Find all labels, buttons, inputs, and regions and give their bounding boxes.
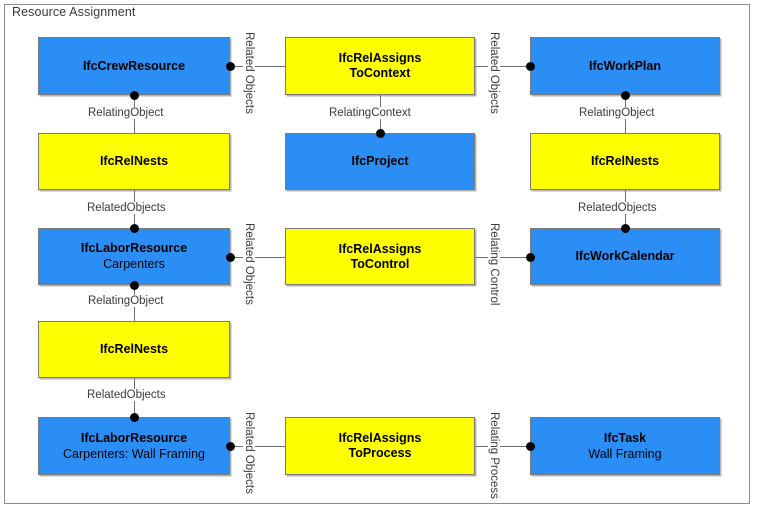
edge-label-relating-context-c2-r1: RelatingContext bbox=[327, 107, 413, 119]
endpoint-dot-workcal-top bbox=[621, 224, 630, 233]
endpoint-dot-crew-bottom bbox=[130, 91, 139, 100]
node-rel-assigns-to-context[interactable]: IfcRelAssigns ToContext bbox=[285, 37, 475, 95]
connector-relprocess-to-task bbox=[475, 446, 530, 447]
edge-label-relating-object-c3-r1: RelatingObject bbox=[577, 107, 657, 119]
edge-label-related-objects-r3-left: Related Objects bbox=[243, 221, 256, 307]
endpoint-dot-workcal-left bbox=[526, 253, 535, 262]
connector-relcontrol-to-workcalendar bbox=[475, 257, 530, 258]
node-crew-resource[interactable]: IfcCrewResource bbox=[38, 37, 230, 95]
node-label: IfcRelNests bbox=[99, 154, 169, 169]
endpoint-dot-workplan-bottom bbox=[621, 91, 630, 100]
node-rel-nests-right-1[interactable]: IfcRelNests bbox=[530, 133, 720, 190]
node-label: IfcProject bbox=[351, 154, 409, 169]
endpoint-dot-labor1-bottom bbox=[130, 281, 139, 290]
node-label: IfcRelAssigns ToControl bbox=[338, 241, 422, 271]
edge-label-related-objects-c3-r2: RelatedObjects bbox=[576, 202, 659, 214]
node-sublabel: Wall Framing bbox=[588, 446, 662, 461]
connector-labor2-to-relprocess bbox=[230, 446, 285, 447]
connector-crew-to-relcontext bbox=[230, 66, 285, 67]
edge-label-related-objects-c1-r4: RelatedObjects bbox=[85, 389, 168, 401]
endpoint-dot-crew-right bbox=[226, 62, 235, 71]
edge-label-relating-control-r3-right: Relating Control bbox=[488, 221, 501, 308]
node-label: IfcRelNests bbox=[99, 342, 169, 357]
node-label: IfcLaborResource bbox=[80, 241, 188, 256]
edge-label-related-objects-r1-right: Related Objects bbox=[488, 30, 501, 116]
node-project[interactable]: IfcProject bbox=[285, 133, 475, 190]
node-rel-assigns-to-control[interactable]: IfcRelAssigns ToControl bbox=[285, 228, 475, 285]
node-labor-resource-2[interactable]: IfcLaborResource Carpenters: Wall Framin… bbox=[38, 417, 230, 475]
endpoint-dot-task-left bbox=[526, 442, 535, 451]
node-sublabel: Carpenters bbox=[103, 257, 165, 271]
edge-label-related-objects-c1-r2: RelatedObjects bbox=[85, 202, 168, 214]
node-label: IfcLaborResource bbox=[80, 430, 188, 445]
endpoint-dot-workplan-left bbox=[526, 62, 535, 71]
node-label: IfcTask bbox=[603, 430, 647, 445]
node-label: IfcRelNests bbox=[590, 154, 660, 169]
edge-label-relating-process-r5-right: Relating Process bbox=[488, 410, 501, 501]
endpoint-dot-labor2-right bbox=[226, 442, 235, 451]
page-title: Resource Assignment bbox=[12, 5, 136, 19]
node-task[interactable]: IfcTask Wall Framing bbox=[530, 417, 720, 475]
node-rel-nests-left-1[interactable]: IfcRelNests bbox=[38, 133, 230, 190]
edge-label-related-objects-r1-left: Related Objects bbox=[243, 30, 256, 116]
endpoint-dot-labor1-right bbox=[226, 253, 235, 262]
node-work-plan[interactable]: IfcWorkPlan bbox=[530, 37, 720, 95]
node-rel-nests-left-2[interactable]: IfcRelNests bbox=[38, 321, 230, 378]
node-label: IfcWorkPlan bbox=[588, 58, 661, 73]
node-sublabel: Carpenters: Wall Framing bbox=[63, 446, 205, 461]
endpoint-dot-labor1-top bbox=[130, 224, 139, 233]
node-label: IfcRelAssigns ToProcess bbox=[338, 431, 422, 460]
connector-relcontext-to-workplan bbox=[475, 66, 530, 67]
edge-label-relating-object-c1-r1: RelatingObject bbox=[86, 107, 166, 119]
endpoint-dot-labor2-top bbox=[130, 413, 139, 422]
connector-labor1-to-relcontrol bbox=[230, 257, 285, 258]
edge-label-relating-object-c1-r3: RelatingObject bbox=[86, 295, 166, 307]
endpoint-dot-project-top bbox=[376, 129, 385, 138]
node-label: IfcRelAssigns ToContext bbox=[338, 51, 422, 80]
edge-label-related-objects-r5-left: Related Objects bbox=[243, 410, 256, 496]
node-label: IfcWorkCalendar bbox=[575, 249, 675, 264]
node-rel-assigns-to-process[interactable]: IfcRelAssigns ToProcess bbox=[285, 417, 475, 475]
node-label: IfcCrewResource bbox=[82, 58, 186, 73]
node-labor-resource-1[interactable]: IfcLaborResource Carpenters bbox=[38, 228, 230, 285]
node-work-calendar[interactable]: IfcWorkCalendar bbox=[530, 228, 720, 285]
